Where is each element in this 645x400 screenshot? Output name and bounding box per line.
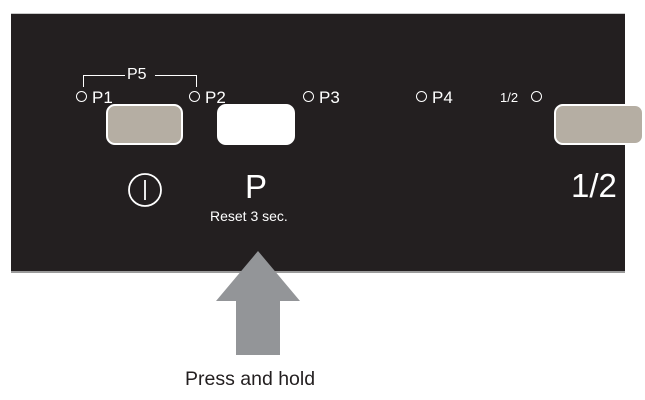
led-p3-indicator xyxy=(303,91,314,102)
panel-bottom-edge xyxy=(11,271,625,273)
led-p1-indicator xyxy=(76,91,87,102)
control-panel xyxy=(11,14,625,273)
led-half-indicator xyxy=(531,91,542,102)
led-p4-indicator xyxy=(416,91,427,102)
half-load-button[interactable] xyxy=(554,104,644,145)
program-button[interactable] xyxy=(217,104,295,145)
p5-label: P5 xyxy=(127,66,147,83)
program-symbol: P xyxy=(245,168,268,205)
up-arrow-icon xyxy=(214,251,302,360)
led-p2-indicator xyxy=(189,91,200,102)
power-button[interactable] xyxy=(106,104,183,145)
led-p1-label: P1 xyxy=(92,88,113,107)
program-reset-sublabel: Reset 3 sec. xyxy=(210,208,288,224)
led-p4-label: P4 xyxy=(432,88,453,107)
led-p3-label: P3 xyxy=(319,88,340,107)
power-icon xyxy=(126,171,164,214)
press-and-hold-caption: Press and hold xyxy=(185,368,316,390)
led-half-label: 1/2 xyxy=(500,90,519,105)
led-p2-label: P2 xyxy=(205,88,226,107)
half-load-symbol: 1/2 xyxy=(571,167,617,204)
